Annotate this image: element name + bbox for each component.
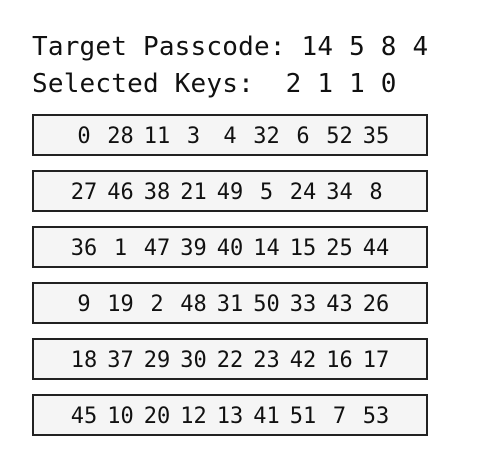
keypad-key[interactable]: 22 [216, 348, 244, 373]
keypad-key[interactable]: 32 [253, 124, 280, 149]
keypad-key[interactable]: 48 [180, 292, 207, 317]
keypad-key[interactable]: 39 [180, 236, 207, 261]
keypad-key[interactable]: 13 [216, 404, 244, 429]
keypad-key[interactable]: 38 [143, 180, 171, 205]
keypad-key[interactable]: 41 [253, 404, 280, 429]
selected-keys-label: Selected Keys: [32, 69, 254, 99]
keypad-key[interactable]: 33 [289, 292, 317, 317]
keypad-row: 27 46 38 21 49 5 24 34 8 [32, 170, 428, 212]
keypad-key[interactable]: 51 [289, 404, 317, 429]
keypad-key[interactable]: 34 [326, 180, 353, 205]
keypad-key[interactable]: 31 [216, 292, 244, 317]
selected-keys-line: Selected Keys: 2 1 1 0 [32, 69, 397, 99]
keypad-key[interactable]: 0 [77, 124, 91, 149]
keypad-key[interactable]: 19 [107, 292, 134, 317]
keypad-key[interactable]: 37 [107, 348, 134, 373]
keypad-key[interactable]: 1 [113, 236, 128, 261]
keypad-key[interactable]: 15 [289, 236, 317, 261]
keypad-key[interactable]: 43 [326, 292, 353, 317]
keypad-key[interactable]: 23 [253, 348, 280, 373]
keypad-key[interactable]: 14 [253, 236, 280, 261]
keypad-key[interactable]: 2 [150, 292, 164, 317]
keypad-key[interactable]: 40 [216, 236, 244, 261]
keypad-key[interactable]: 26 [362, 292, 390, 317]
keypad-key[interactable]: 52 [326, 124, 353, 149]
keypad-row: 45 10 20 12 13 41 51 7 53 [32, 394, 428, 436]
keypad-key[interactable]: 18 [70, 348, 98, 373]
keypad-key[interactable]: 4 [223, 124, 237, 149]
keypad-key[interactable]: 7 [332, 404, 347, 429]
keypad-row: 36 1 47 39 40 14 15 25 44 [32, 226, 428, 268]
keypad-key[interactable]: 3 [186, 124, 201, 149]
keypad-row: 9 19 2 48 31 50 33 43 26 [32, 282, 428, 324]
keypad-key[interactable]: 11 [143, 124, 171, 149]
keypad-key[interactable]: 35 [362, 124, 390, 149]
keypad-key[interactable]: 36 [70, 236, 98, 261]
keypad-key[interactable]: 47 [143, 236, 171, 261]
selected-keys-digits: 2 1 1 0 [285, 69, 397, 99]
keypad-key[interactable]: 10 [107, 404, 134, 429]
keypad-key[interactable]: 6 [296, 124, 310, 149]
keypad-key[interactable]: 30 [180, 348, 207, 373]
keypad-key[interactable]: 12 [180, 404, 207, 429]
target-passcode-digits: 14 5 8 4 [301, 32, 429, 62]
keypad-key[interactable]: 16 [326, 348, 353, 373]
keypad-key[interactable]: 50 [253, 292, 280, 317]
keypad-key[interactable]: 9 [77, 292, 91, 317]
keypad-key[interactable]: 42 [289, 348, 317, 373]
keypad-key[interactable]: 49 [216, 180, 244, 205]
keypad-key[interactable]: 21 [180, 180, 207, 205]
keypad-key[interactable]: 29 [143, 348, 171, 373]
keypad-key[interactable]: 45 [70, 404, 98, 429]
keypad-key[interactable]: 25 [326, 236, 353, 261]
keypad-key[interactable]: 28 [107, 124, 134, 149]
target-passcode-label: Target Passcode: [32, 32, 286, 62]
keypad-key[interactable]: 46 [107, 180, 134, 205]
keypad-key[interactable]: 53 [362, 404, 390, 429]
keypad-key[interactable]: 8 [369, 180, 383, 205]
keypad-key[interactable]: 27 [70, 180, 98, 205]
keypad-key[interactable]: 24 [289, 180, 317, 205]
keypad-key[interactable]: 44 [362, 236, 390, 261]
keypad-key[interactable]: 20 [143, 404, 171, 429]
keypad-key[interactable]: 17 [362, 348, 390, 373]
keypad-row: 18 37 29 30 22 23 42 16 17 [32, 338, 428, 380]
target-passcode-line: Target Passcode: 14 5 8 4 [32, 32, 428, 62]
keypad-key[interactable]: 5 [259, 180, 274, 205]
